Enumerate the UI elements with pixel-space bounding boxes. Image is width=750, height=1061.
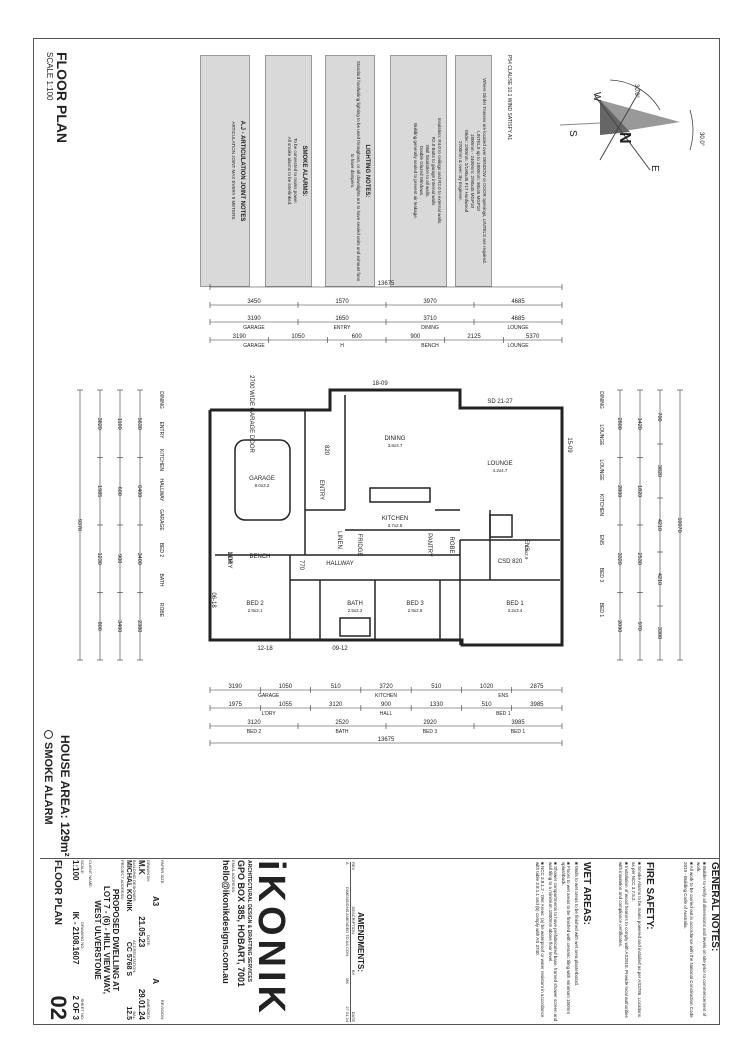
- general-notes: GENERAL NOTES:■ Builder to verify all di…: [683, 862, 721, 1018]
- notes-box-line: Wider: 2/90mm: 2/190x45 F17 Hardwood: [464, 129, 469, 213]
- drawing-sheet: [33, 38, 720, 1025]
- wind-clause-note: P54 CLAUSE 10.1 WIND SATISFY A1: [506, 55, 512, 141]
- notes-box: LIGHTING NOTES:Standard hardwiring light…: [325, 55, 375, 287]
- company-logo: iKONIK: [250, 860, 292, 1017]
- notes-box: Insulation: R4.0 to ceilings and R2.0 to…: [390, 55, 447, 287]
- notes-box-line: R2.0 Batts to garage internal walls: [431, 136, 436, 206]
- notes-box-line: 1800mm - 2400mm: 2/90x45 MGP10: [470, 133, 475, 209]
- notes-box-line: ARTICULATION JOINT MAX EVERY 8 METERS.: [231, 121, 236, 221]
- notes-box-line: Double Glazed Windows.: [419, 145, 424, 197]
- notes-box-title: LIGHTING NOTES:: [364, 144, 370, 198]
- notes-box-line: Standard hardwiring lighting to be used …: [350, 60, 361, 282]
- notes-box-title: SMOKE ALARMS:: [301, 145, 307, 197]
- notes-box: Where Girder Trusses are located over WI…: [455, 55, 492, 287]
- notes-box-line: Where Girder Trusses are located over WI…: [482, 78, 487, 264]
- notes-box-line: To be connected to mains power.: [293, 138, 298, 204]
- notes-box-line: Building generally sealed to prevent air…: [413, 123, 418, 219]
- sheet-title: FLOOR PLAN: [54, 52, 70, 143]
- notes-box-line: 2700mm & over: By Engineer.: [458, 141, 463, 201]
- notes-box-line: Insulation: R4.0 to ceilings and R2.0 to…: [437, 117, 442, 225]
- notes-box-line: Wall Sisalation to all walls.: [425, 144, 430, 198]
- notes-box-title: A.J - ARTICULATION JOINT NOTES: [239, 120, 245, 222]
- house-area: HOUSE AREA: 129m²: [58, 735, 72, 857]
- notes-box-line: All smoke alarms to be interlinked.: [287, 136, 292, 206]
- smoke-alarm-legend: SMOKE ALARM: [42, 742, 54, 825]
- title-block-frame: [40, 858, 720, 1026]
- notes-box: SMOKE ALARMS:To be connected to mains po…: [265, 55, 312, 287]
- fire-safety-notes: FIRE SAFETY:■ Smoke Alarms to be mains p…: [618, 862, 656, 1018]
- smoke-alarm-icon: [44, 730, 53, 739]
- wet-area-notes: WET AREAS:■ Walls to wet areas to be fin…: [535, 862, 592, 1022]
- sheet-scale: SCALE 1:100: [45, 52, 54, 101]
